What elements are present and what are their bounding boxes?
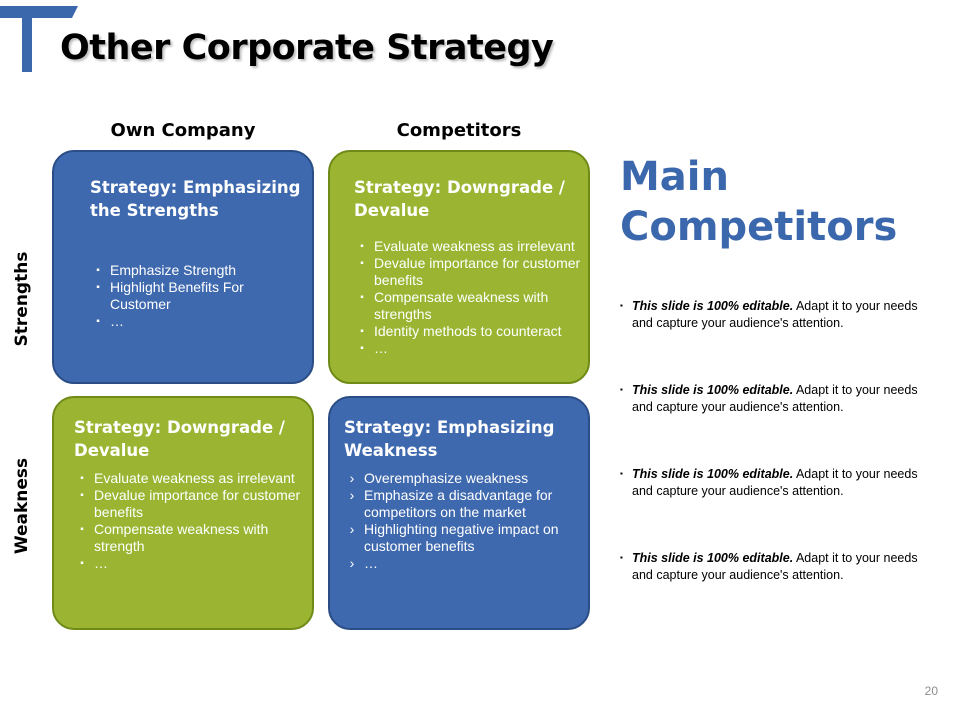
list-item: ▪Identity methods to counteract	[354, 323, 586, 340]
list-item: ▪Highlight Benefits For Customer	[90, 279, 300, 313]
square-bullet-icon: ▪	[80, 490, 84, 501]
list-item: ▪Compensate weakness with strength	[74, 521, 310, 555]
quadrant-title: Strategy: Emphasizing Weakness	[344, 418, 555, 460]
row-header-strengths: Strengths	[12, 251, 32, 347]
column-header-own-company: Own Company	[110, 120, 256, 141]
column-header-competitors: Competitors	[396, 120, 522, 141]
square-bullet-icon: ▪	[360, 241, 364, 252]
list-item: ›Highlighting negative impact on custome…	[344, 521, 580, 555]
square-bullet-icon: ▪	[80, 558, 84, 569]
chevron-right-icon: ›	[349, 521, 355, 537]
quadrant-title: Strategy: Emphasizing the Strengths	[90, 178, 301, 220]
slide-title: Other Corporate Strategy	[60, 28, 554, 68]
square-bullet-icon: ▪	[80, 473, 84, 484]
square-bullet-icon: ▪	[360, 326, 364, 337]
square-bullet-icon: ▪	[96, 282, 100, 293]
list-item: ›…	[344, 555, 580, 572]
quadrant-competitors-strengths: Strategy: Downgrade / Devalue ▪Evaluate …	[328, 150, 590, 384]
square-bullet-icon: ▪	[96, 316, 100, 327]
quadrant-list: ▪Evaluate weakness as irrelevant ▪Devalu…	[354, 238, 586, 357]
square-bullet-icon: ▪	[620, 385, 623, 394]
square-bullet-icon: ▪	[360, 292, 364, 303]
square-bullet-icon: ▪	[360, 343, 364, 354]
list-item: ▪…	[90, 313, 300, 330]
list-item: ›Overemphasize weakness	[344, 470, 580, 487]
quadrant-own-weakness: Strategy: Downgrade / Devalue ▪Evaluate …	[52, 396, 314, 630]
row-header-weakness: Weakness	[12, 457, 32, 555]
list-item: ▪Evaluate weakness as irrelevant	[74, 470, 310, 487]
chevron-right-icon: ›	[349, 487, 355, 503]
logo-icon	[0, 6, 78, 72]
square-bullet-icon: ▪	[360, 258, 364, 269]
quadrant-title: Strategy: Downgrade / Devalue	[74, 418, 285, 460]
note-item: ▪ This slide is 100% editable. Adapt it …	[620, 299, 918, 330]
list-item: ›Emphasize a disadvantage for competitor…	[344, 487, 580, 521]
square-bullet-icon: ▪	[620, 469, 623, 478]
list-item: ▪Emphasize Strength	[90, 262, 300, 279]
note-item: ▪ This slide is 100% editable. Adapt it …	[620, 551, 918, 582]
chevron-right-icon: ›	[349, 555, 355, 571]
quadrant-own-strengths: Strategy: Emphasizing the Strengths ▪Emp…	[52, 150, 314, 384]
chevron-right-icon: ›	[349, 470, 355, 486]
square-bullet-icon: ▪	[96, 265, 100, 276]
list-item: ▪Devalue importance for customer benefit…	[74, 487, 310, 521]
page-number: 20	[924, 684, 938, 698]
main-competitors-heading: Main Competitors	[620, 154, 898, 250]
quadrant-competitors-weakness: Strategy: Emphasizing Weakness ›Overemph…	[328, 396, 590, 630]
list-item: ▪…	[74, 555, 310, 572]
list-item: ▪Devalue importance for customer benefit…	[354, 255, 586, 289]
quadrant-list: ›Overemphasize weakness ›Emphasize a dis…	[344, 470, 580, 572]
quadrant-list: ▪Emphasize Strength ▪Highlight Benefits …	[90, 262, 300, 330]
note-item: ▪ This slide is 100% editable. Adapt it …	[620, 467, 918, 498]
square-bullet-icon: ▪	[620, 301, 623, 310]
list-item: ▪Compensate weakness with strengths	[354, 289, 586, 323]
quadrant-title: Strategy: Downgrade / Devalue	[354, 178, 565, 220]
list-item: ▪Evaluate weakness as irrelevant	[354, 238, 586, 255]
square-bullet-icon: ▪	[620, 553, 623, 562]
square-bullet-icon: ▪	[80, 524, 84, 535]
list-item: ▪…	[354, 340, 586, 357]
quadrant-list: ▪Evaluate weakness as irrelevant ▪Devalu…	[74, 470, 310, 572]
note-item: ▪ This slide is 100% editable. Adapt it …	[620, 383, 918, 414]
